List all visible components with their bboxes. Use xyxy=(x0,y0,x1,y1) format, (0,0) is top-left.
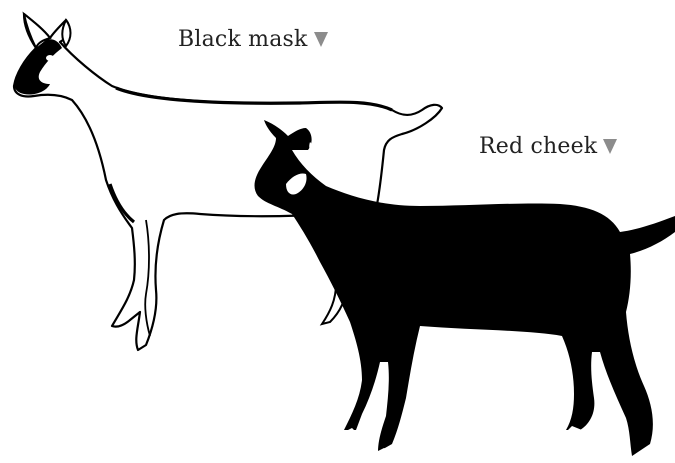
black-mask-label-text: Black mask xyxy=(178,27,308,52)
outline-goat-eye xyxy=(46,55,54,61)
down-triangle-icon xyxy=(314,32,328,47)
black-mask-label: Black mask xyxy=(178,27,328,52)
down-triangle-icon xyxy=(603,139,617,154)
red-cheek-label: Red cheek xyxy=(479,134,617,159)
red-cheek-label-text: Red cheek xyxy=(479,134,597,159)
outline-goat-ear-right xyxy=(62,20,70,46)
